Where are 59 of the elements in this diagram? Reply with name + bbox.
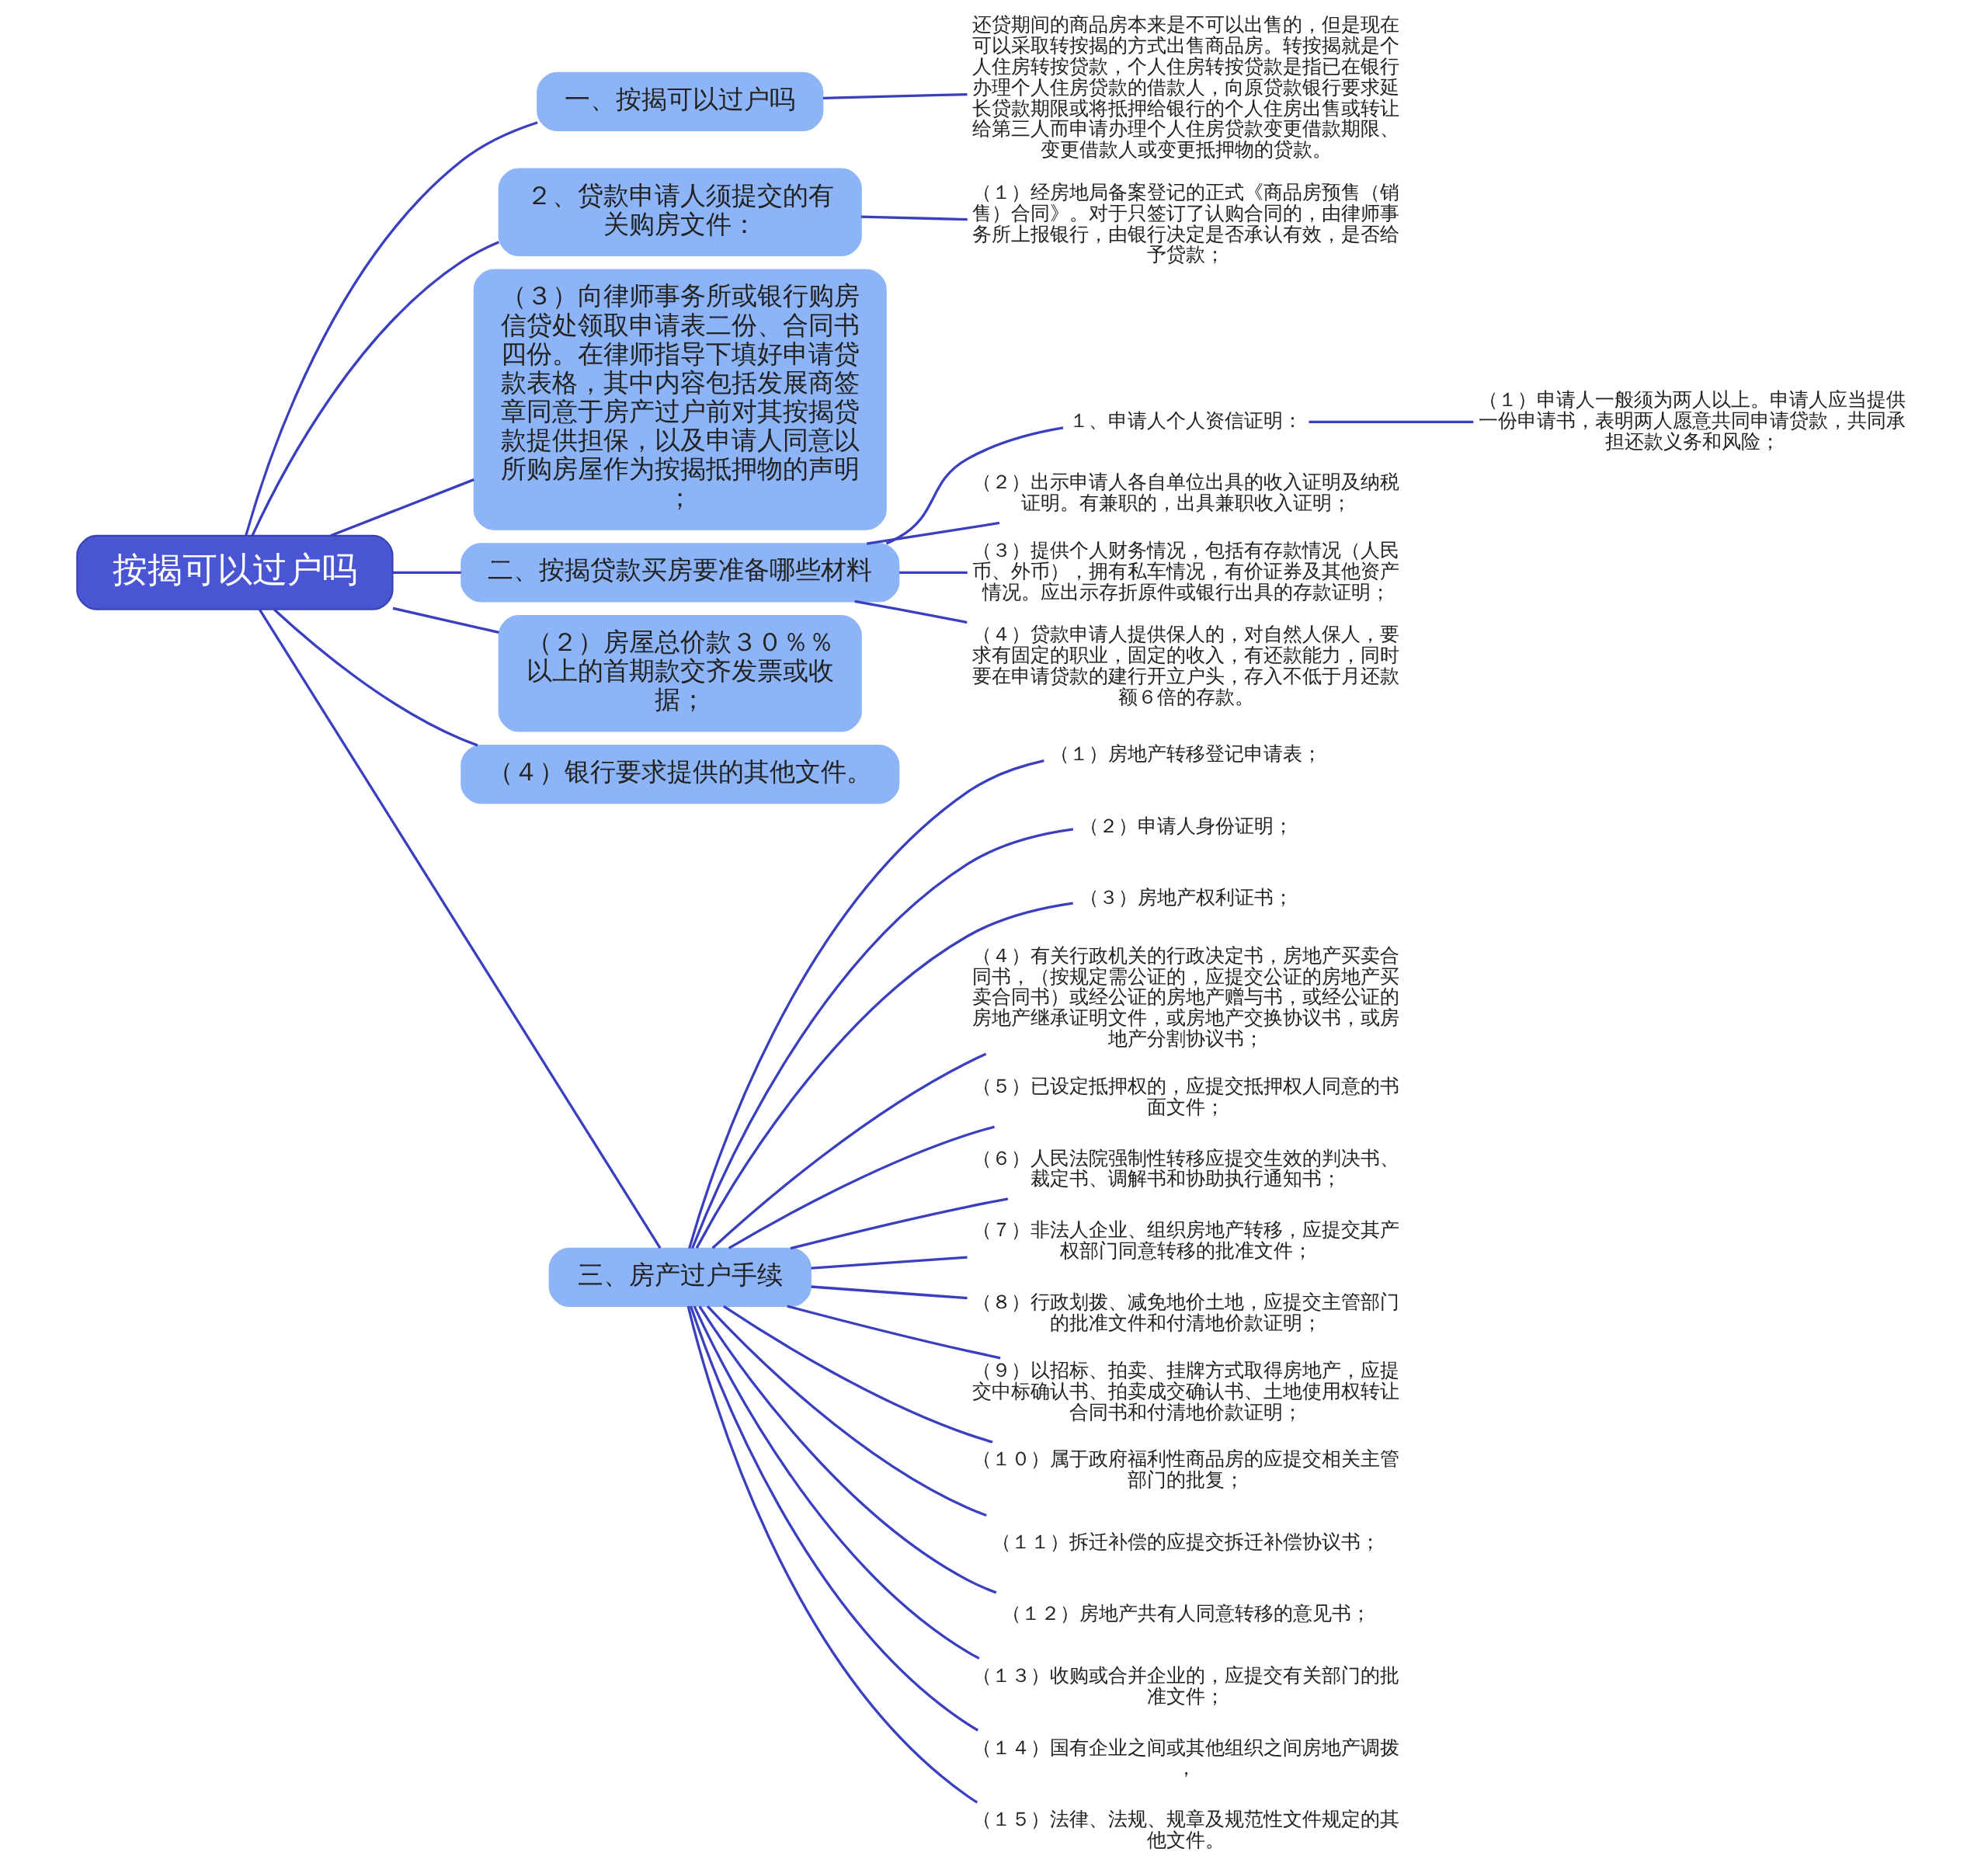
- connector: [787, 1305, 1001, 1360]
- connector: [691, 828, 1074, 1249]
- node-box: 一、按揭可以过户吗: [537, 71, 824, 132]
- connector: [822, 92, 968, 99]
- connector: [811, 1256, 968, 1270]
- node-text: （３）房地产权利证书；: [1079, 886, 1293, 909]
- node-text: （７）非法人企业、组织房地产转移，应提交其产权部门同意转移的批准文件；: [972, 1218, 1400, 1263]
- connector: [711, 1052, 987, 1249]
- connector: [330, 478, 474, 537]
- connector: [245, 121, 538, 536]
- node-box: （４）银行要求提供的其他文件。: [461, 745, 900, 804]
- node-text: （１０）属于政府福利性商品房的应提交相关主管部门的批复；: [972, 1447, 1400, 1492]
- node-text: （３）提供个人财务情况，包括有存款情况（人民币、外币），拥有私车情况，有价证券及其他资产情况。应出示存折原件或银行出具的存款证明；: [972, 538, 1400, 603]
- node-text: （４）有关行政机关的行政决定书，房地产买卖合同书，（按规定需公证的，应提交公证的房地产买卖合同书）或经公证的房地产赠与书，或经公证的房地产继承证明文件，或房地产交换协议书，或房地产分割协议书；: [972, 943, 1400, 1050]
- connector: [885, 426, 1064, 545]
- node-text: １、申请人个人资信证明：: [1069, 408, 1303, 432]
- connector: [688, 759, 1044, 1249]
- connector: [854, 599, 968, 624]
- connector: [392, 606, 499, 634]
- node-text: （５）已设定抵押权的，应提交抵押权人同意的书面文件；: [972, 1074, 1400, 1118]
- node-text: （１）房地产转移登记申请表；: [1050, 742, 1322, 765]
- node-text: （１５）法律、法规、规章及规范性文件规定的其他文件。: [972, 1808, 1400, 1852]
- connector: [722, 1305, 993, 1444]
- node-text: （１２）房地产共有人同意转移的意见书；: [1001, 1602, 1371, 1625]
- node-text: （１１）拆迁补偿的应提交拆迁补偿协议书；: [992, 1530, 1381, 1553]
- connector: [728, 1125, 995, 1249]
- node-box: 二、按揭贷款买房要准备哪些材料: [461, 543, 900, 603]
- connector: [273, 608, 478, 747]
- node-text: （１３）收购或合并企业的，应提交有关部门的批准文件；: [972, 1663, 1400, 1708]
- connector: [811, 1285, 968, 1300]
- connector: [860, 215, 968, 221]
- connector: [1309, 420, 1474, 424]
- connector: [899, 571, 968, 574]
- node-box: 按揭可以过户吗: [76, 534, 394, 610]
- connector: [790, 1197, 1009, 1250]
- connector: [866, 521, 1000, 545]
- connector: [392, 571, 461, 574]
- node-text: （１）申请人一般须为两人以上。申请人应当提供一份申请书，表明两人愿意共同申请贷款，共同承担还款义务和风险；: [1479, 388, 1906, 453]
- connector: [690, 1305, 979, 1732]
- connector: [251, 241, 500, 537]
- node-box: （３）向律师事务所或银行购房信贷处领取申请表二份、合同书四份。在律师指导下填好申请贷款表格，其中内容包括发展商签章同意于房产过户前对其按揭贷款提供担保，以及申请人同意以所购房屋作为按揭抵押物的声明；: [473, 269, 887, 530]
- node-text: 还贷期间的商品房本来是不可以出售的，但是现在可以采取转按揭的方式出售商品房。转按揭就是个人住房转按贷款，个人住房转按贷款是指已在银行办理个人住房贷款的借款人，向原贷款银行要求延长贷款期限或将抵押给银行的个人住房出售或转让给第三人而申请办理个人住房贷款变更借款期限、变更借款人或变更抵押物的贷款。: [972, 13, 1400, 162]
- connector: [695, 902, 1073, 1249]
- node-text: （６）人民法院强制性转移应提交生效的判决书、裁定书、调解书和协助执行通知书；: [972, 1146, 1400, 1190]
- node-text: （９）以招标、拍卖、挂牌方式取得房地产，应提交中标确认书、拍卖成交确认书、土地使用权转让合同书和付清地价款证明；: [972, 1358, 1400, 1423]
- node-box: （２）房屋总价款３０％％以上的首期款交齐发票或收据；: [498, 614, 862, 732]
- node-box: ２、贷款申请人须提交的有关购房文件：: [498, 168, 862, 256]
- node-text: （１）经房地局备案登记的正式《商品房预售（销售）合同》。对于只签订了认购合同的，由律师事务所上报银行，由银行决定是否承认有效，是否给予贷款；: [972, 180, 1400, 266]
- connector: [698, 1305, 997, 1594]
- node-text: （８）行政划拨、减免地价土地，应提交主管部门的批准文件和付清地价款证明；: [972, 1291, 1400, 1335]
- connector: [258, 608, 662, 1249]
- connector: [686, 1305, 978, 1804]
- node-text: （４）贷款申请人提供保人的，对自然人保人，要求有固定的职业，固定的收入，有还款能力，同时要在申请贷款的建行开立户头，存入不低于月还款额６倍的存款。: [972, 623, 1400, 708]
- node-text: （１４）国有企业之间或其他组织之间房地产调拨，: [972, 1736, 1400, 1780]
- connector: [693, 1305, 980, 1660]
- node-text: （２）出示申请人各自单位出具的收入证明及纳税证明。有兼职的，出具兼职收入证明；: [972, 471, 1400, 515]
- node-box: 三、房产过户手续: [548, 1247, 812, 1307]
- node-text: （２）申请人身份证明；: [1079, 814, 1293, 837]
- connector: [706, 1305, 987, 1517]
